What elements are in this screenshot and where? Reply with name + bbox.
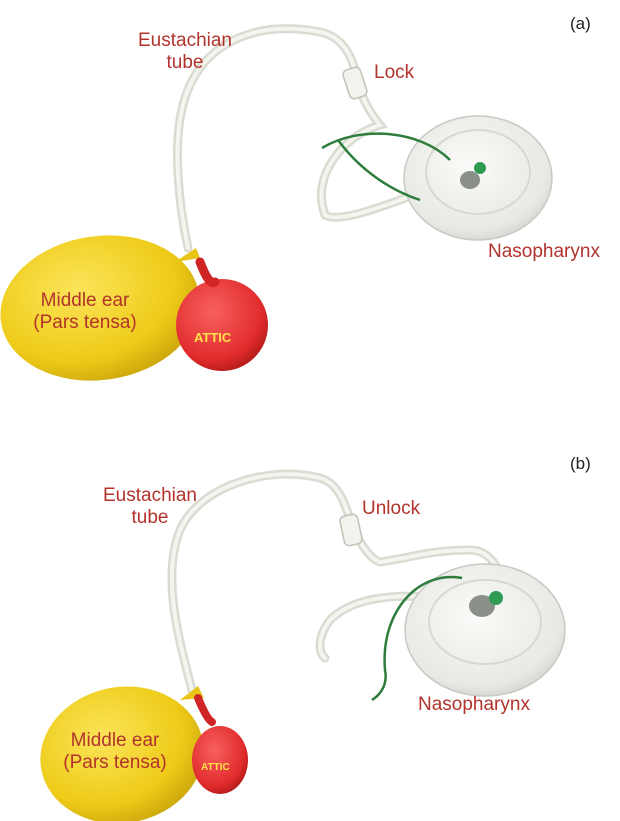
panel-label: (b) [570, 454, 591, 474]
middle-ear-label: Middle ear (Pars tensa) [15, 290, 155, 334]
nasopharynx-label: Nasopharynx [488, 241, 600, 263]
eustachian-tube-label: Eustachian tube [125, 30, 245, 74]
lock-clip [342, 66, 368, 100]
middle-ear-line2: (Pars tensa) [15, 312, 155, 334]
attic-balloon [192, 726, 248, 794]
middle-ear-line2: (Pars tensa) [45, 752, 185, 774]
panel-a-photo [0, 0, 620, 410]
eustachian-line1: Eustachian [125, 30, 245, 52]
middle-ear-label: Middle ear (Pars tensa) [45, 730, 185, 774]
eustachian-line2: tube [90, 507, 210, 529]
middle-ear-line1: Middle ear [45, 730, 185, 752]
nasopharynx-label: Nasopharynx [418, 694, 530, 716]
eustachian-tube-label: Eustachian tube [90, 485, 210, 529]
attic-label: ATTIC [201, 762, 230, 773]
panel-label: (a) [570, 14, 591, 34]
middle-ear-line1: Middle ear [15, 290, 155, 312]
valve-label: Lock [374, 62, 414, 84]
panel-a: (a) Eustachian tube Lock Nasopharynx Mid… [0, 0, 620, 410]
valve-label: Unlock [362, 498, 420, 520]
unlock-clip [339, 513, 363, 546]
eustachian-line1: Eustachian [90, 485, 210, 507]
attic-balloon [176, 279, 268, 371]
panel-b: (b) Eustachian tube Unlock Nasopharynx M… [0, 410, 620, 820]
eustachian-line2: tube [125, 52, 245, 74]
attic-label: ATTIC [194, 330, 231, 345]
